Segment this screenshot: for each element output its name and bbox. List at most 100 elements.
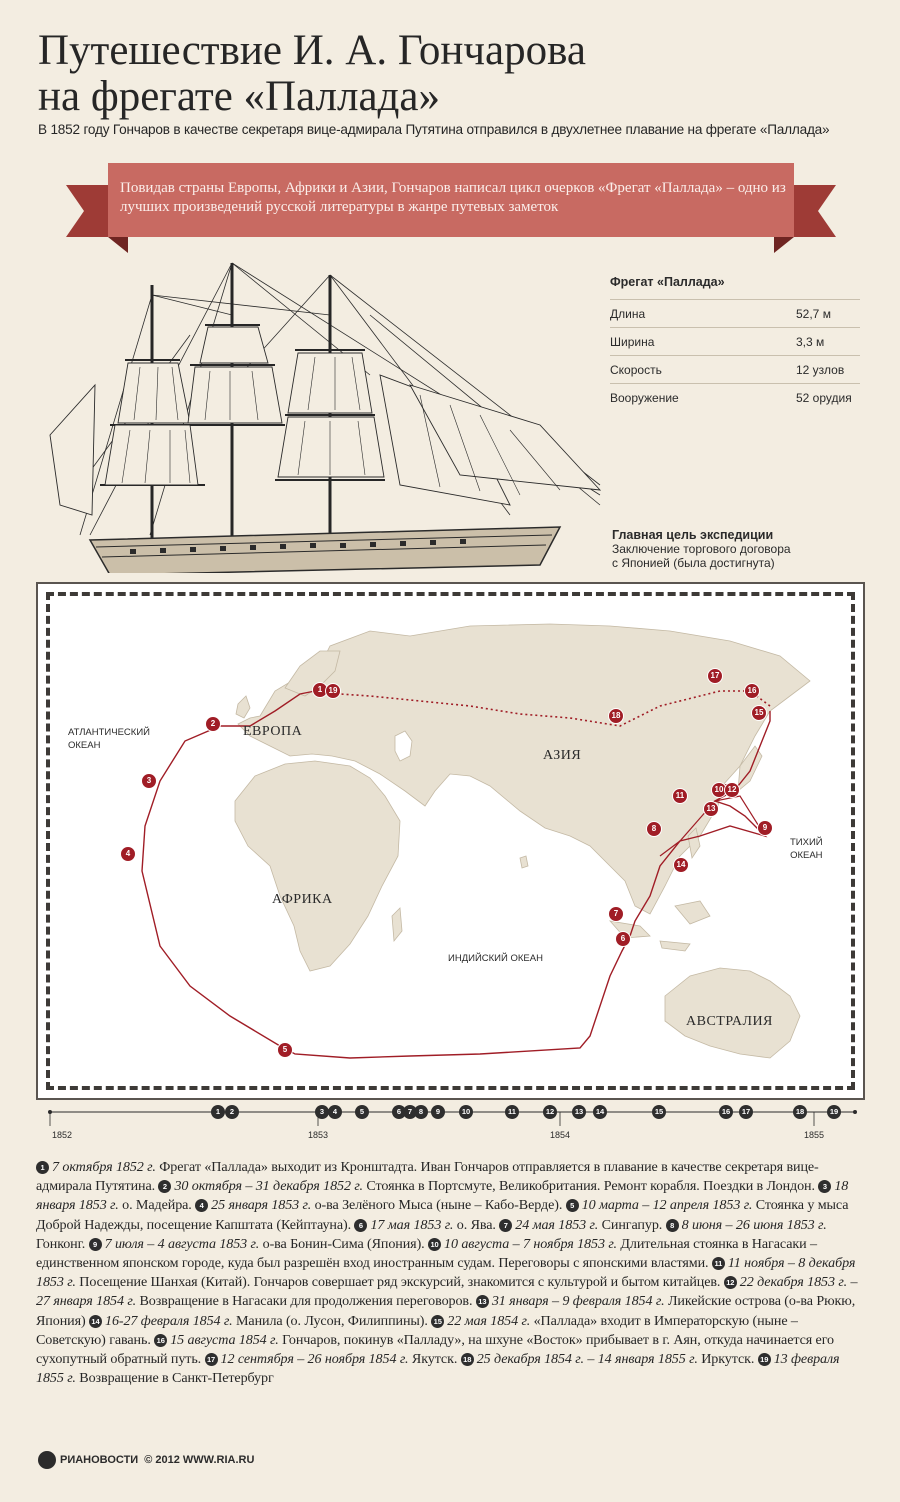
event-number: 9 [88, 1237, 102, 1251]
timeline-year-1852: 1852 [52, 1130, 73, 1140]
event-text: Ликейские острова (о-ва Рюкю, Япония) [36, 1293, 856, 1329]
event-text: о. Мадейра. [122, 1197, 192, 1214]
event-text: Гончаров, покинув «Палладу», на шхуне «В… [36, 1331, 834, 1368]
timeline-marker-6: 6 [392, 1105, 406, 1119]
event-date: 30 октября – 31 декабря 1852 г. [174, 1178, 363, 1195]
event-date: 25 декабря 1854 г. – 14 января 1855 г. [476, 1351, 698, 1368]
route-marker-15: 15 [751, 705, 767, 721]
event-date: 10 августа – 7 ноября 1853 г. [444, 1235, 617, 1252]
label-africa: АФРИКА [272, 892, 333, 907]
event-number: 8 [665, 1218, 679, 1232]
route-marker-4: 4 [120, 846, 136, 862]
event-date: 18 января 1853 г. [36, 1178, 849, 1214]
label-pacific-ocean: ТИХИЙ ОКЕАН [790, 837, 823, 861]
event-text: «Паллада» входит в Императорскую (ныне –… [36, 1312, 798, 1348]
ria-logo-icon [38, 1451, 56, 1469]
timeline-marker-10: 10 [459, 1105, 473, 1119]
spec-label: Скорость [610, 363, 662, 377]
event-text: Гонконг. [36, 1235, 86, 1252]
timeline-marker-13: 13 [572, 1105, 586, 1119]
event-number: 5 [565, 1199, 579, 1213]
event-number: 3 [818, 1180, 832, 1194]
spec-row-armament: Вооружение 52 орудия [610, 383, 860, 411]
route-marker-1: 1 [312, 682, 328, 698]
event-date: 12 сентября – 26 ноября 1854 г. [220, 1351, 409, 1368]
timeline-marker-19: 19 [827, 1105, 841, 1119]
event-number: 6 [354, 1218, 368, 1232]
title-line-2: на фрегате «Паллада» [38, 73, 441, 120]
title-line-1: Путешествие И. А. Гончарова [38, 27, 586, 74]
spec-label: Вооружение [610, 391, 679, 405]
event-text: Длительная стоянка в Нагасаки – единстве… [36, 1235, 817, 1272]
timeline-marker-15: 15 [652, 1105, 666, 1119]
event-date: 25 января 1853 г. [211, 1197, 312, 1214]
route-marker-3: 3 [141, 773, 157, 789]
event-number: 15 [431, 1314, 445, 1328]
route-map: ЕВРОПА АЗИЯ АФРИКА АВСТРАЛИЯ АТЛАНТИЧЕСК… [36, 582, 865, 1100]
spec-row-width: Ширина 3,3 м [610, 327, 860, 355]
spec-row-speed: Скорость 12 узлов [610, 355, 860, 383]
event-date: 7 июля – 4 августа 1853 г. [104, 1235, 260, 1252]
spec-value: 52 орудия [796, 391, 852, 405]
timeline-marker-14: 14 [593, 1105, 607, 1119]
specs-title: Фрегат «Паллада» [610, 275, 725, 289]
route-marker-19: 19 [325, 683, 341, 699]
goal-title: Главная цель экспедиции [612, 528, 774, 542]
label-europe: ЕВРОПА [243, 724, 303, 739]
timeline-marker-9: 9 [431, 1105, 445, 1119]
event-number: 10 [428, 1237, 442, 1251]
event-date: 11 ноября – 8 декабря 1853 г. [36, 1255, 856, 1291]
ribbon-text: Повидав страны Европы, Африки и Азии, Го… [120, 180, 786, 215]
event-text: Стоянка в Портсмуте, Великобритания. Рем… [366, 1178, 815, 1195]
timeline-marker-17: 17 [739, 1105, 753, 1119]
event-text: Сингапур. [601, 1216, 663, 1233]
timeline-marker-1: 1 [211, 1105, 225, 1119]
event-text: о-ва Зелёного Мыса (ныне – Кабо-Верде). [314, 1197, 563, 1214]
route-marker-12: 12 [724, 782, 740, 798]
spec-value: 12 узлов [796, 363, 845, 377]
route-marker-14: 14 [673, 857, 689, 873]
event-text: Возвращение в Санкт-Петербург [79, 1370, 274, 1387]
route-marker-5: 5 [277, 1042, 293, 1058]
event-date: 17 мая 1853 г. [370, 1216, 454, 1233]
timeline-marker-7: 7 [403, 1105, 417, 1119]
route-marker-11: 11 [672, 788, 688, 804]
event-text: Возвращение в Нагасаки для продолжения п… [139, 1293, 473, 1310]
event-date: 15 августа 1854 г. [170, 1331, 279, 1348]
timeline-marker-12: 12 [543, 1105, 557, 1119]
event-date: 13 февраля 1855 г. [36, 1351, 840, 1387]
spec-value: 3,3 м [796, 335, 825, 349]
ribbon-banner [66, 163, 836, 253]
route-marker-7: 7 [608, 906, 624, 922]
event-number: 4 [195, 1199, 209, 1213]
event-text: о. Ява. [456, 1216, 496, 1233]
label-atlantic-ocean: АТЛАНТИЧЕСКИЙ ОКЕАН [68, 727, 150, 751]
frigate-illustration [49, 262, 602, 585]
page-subtitle: В 1852 году Гончаров в качестве секретар… [38, 122, 830, 137]
event-number: 11 [711, 1257, 725, 1271]
goal-line-1: Заключение торгового договора [612, 542, 791, 556]
timeline-year-1853: 1853 [308, 1130, 329, 1140]
event-number: 18 [460, 1353, 474, 1367]
route-marker-2: 2 [205, 716, 221, 732]
timeline-marker-8: 8 [414, 1105, 428, 1119]
event-number: 12 [723, 1276, 737, 1290]
event-date: 31 января – 9 февраля 1854 г. [491, 1293, 665, 1310]
route-marker-16: 16 [744, 683, 760, 699]
event-date: 24 мая 1853 г. [515, 1216, 599, 1233]
event-date: 22 декабря 1853 г. – 27 января 1854 г. [36, 1274, 858, 1310]
timeline-marker-5: 5 [355, 1105, 369, 1119]
goal-line-2: с Японией (была достигнута) [612, 556, 775, 570]
event-date: 8 июня – 26 июня 1853 г. [681, 1216, 827, 1233]
timeline-marker-18: 18 [793, 1105, 807, 1119]
timeline-marker-2: 2 [225, 1105, 239, 1119]
route-marker-18: 18 [608, 708, 624, 724]
route-marker-9: 9 [757, 820, 773, 836]
timeline-marker-11: 11 [505, 1105, 519, 1119]
label-asia: АЗИЯ [543, 748, 582, 763]
route-marker-17: 17 [707, 668, 723, 684]
spec-label: Ширина [610, 335, 655, 349]
event-text: Стоянка у мыса Доброй Надежды, посещение… [36, 1197, 849, 1233]
